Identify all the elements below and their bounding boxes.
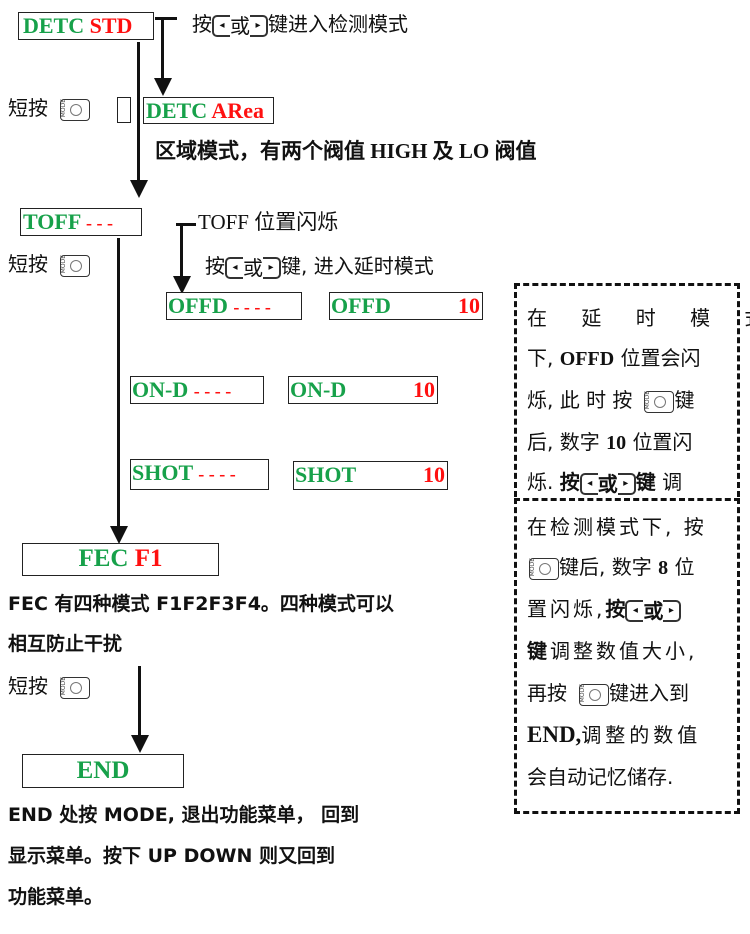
note-line: 在 延 时 模 式 <box>527 306 750 330</box>
note-line: 在检测模式下, 按 <box>527 515 707 539</box>
display-shot-value: SHOT 10 <box>293 461 448 490</box>
note-line: 烁. 按◂或▸键 调 <box>527 470 683 496</box>
note-line: END,调整的数值 <box>527 722 702 747</box>
down-arrow-icon <box>110 526 128 544</box>
display-offd-blank: OFFD - - - - <box>166 292 302 320</box>
instruction-text: 键进入检测模式 <box>268 12 408 36</box>
instruction-enter-delay: 按◂或▸键, 进入延时模式 <box>205 254 434 280</box>
display-offd-value: OFFD 10 <box>329 292 483 320</box>
display-toff: TOFF - - - <box>20 208 142 236</box>
mode-button-icon: MODE <box>579 683 609 706</box>
left-right-arrow-keys-icon: ◂或▸ <box>625 599 682 623</box>
flow-line <box>137 42 140 184</box>
area-mode-description: 区域模式，有两个阀值 HIGH 及 LO 阀值 <box>155 139 537 163</box>
note-line: 键调整数值大小, <box>527 639 698 663</box>
down-arrow-icon <box>154 78 172 96</box>
display-end: END <box>22 754 184 788</box>
fec-description-line-2: 相互防止干扰 <box>8 633 123 655</box>
left-right-arrow-keys-icon: ◂或▸ <box>579 472 636 496</box>
end-description-line-3: 功能菜单。 <box>8 886 104 908</box>
mode-button-icon: MODE <box>60 676 90 699</box>
connector-line <box>155 17 177 20</box>
mode-button-icon: MODE <box>644 390 675 413</box>
down-arrow-icon <box>131 735 149 753</box>
mode-button-icon: MODE <box>60 254 90 277</box>
down-arrow-icon <box>173 276 191 294</box>
display-ond-blank: ON-D - - - - <box>130 376 264 404</box>
note-line: 置闪烁,按◂或▸ <box>527 595 729 623</box>
instruction-text: 按 <box>192 12 212 36</box>
display-fec: FEC F1 <box>22 543 219 576</box>
blank-box <box>117 97 131 123</box>
connector-line <box>180 223 183 278</box>
connector-line <box>176 223 196 226</box>
note-line: 会自动记忆储存. <box>527 765 674 789</box>
flow-line <box>117 238 120 528</box>
end-description-line-2: 显示菜单。按下 UP DOWN 则又回到 <box>8 845 335 867</box>
left-right-arrow-keys-icon: ◂或▸ <box>212 14 268 38</box>
toff-flash-label: TOFF 位置闪烁 <box>198 210 339 234</box>
display-name: DETC <box>23 13 85 38</box>
instruction-enter-detect: 按◂或▸键进入检测模式 <box>192 10 408 38</box>
display-value: ARea <box>211 98 264 123</box>
display-name: DETC <box>146 98 208 123</box>
display-detc-std: DETC STD <box>18 12 154 40</box>
note-line: 下, OFFD 位置会闪 <box>527 346 701 370</box>
down-arrow-icon <box>130 180 148 198</box>
flow-line <box>138 666 141 738</box>
display-ond-value: ON-D 10 <box>288 376 438 404</box>
display-value: - - - <box>85 213 113 233</box>
display-name: TOFF <box>23 209 81 234</box>
fec-description-line-1: FEC 有四种模式 F1F2F3F4。四种模式可以 <box>8 593 394 615</box>
display-shot-blank: SHOT - - - - <box>130 459 269 490</box>
end-description-line-1: END 处按 MODE, 退出功能菜单， 回到 <box>8 804 360 826</box>
display-detc-area: DETC ARea <box>143 97 274 124</box>
mode-button-icon: MODE <box>529 557 559 580</box>
connector-line <box>161 17 164 79</box>
note-line: 后, 数字 10 位置闪 <box>527 430 693 454</box>
display-value: STD <box>89 13 133 38</box>
mode-button-icon: MODE <box>60 98 90 121</box>
left-right-arrow-keys-icon: ◂或▸ <box>225 256 281 280</box>
